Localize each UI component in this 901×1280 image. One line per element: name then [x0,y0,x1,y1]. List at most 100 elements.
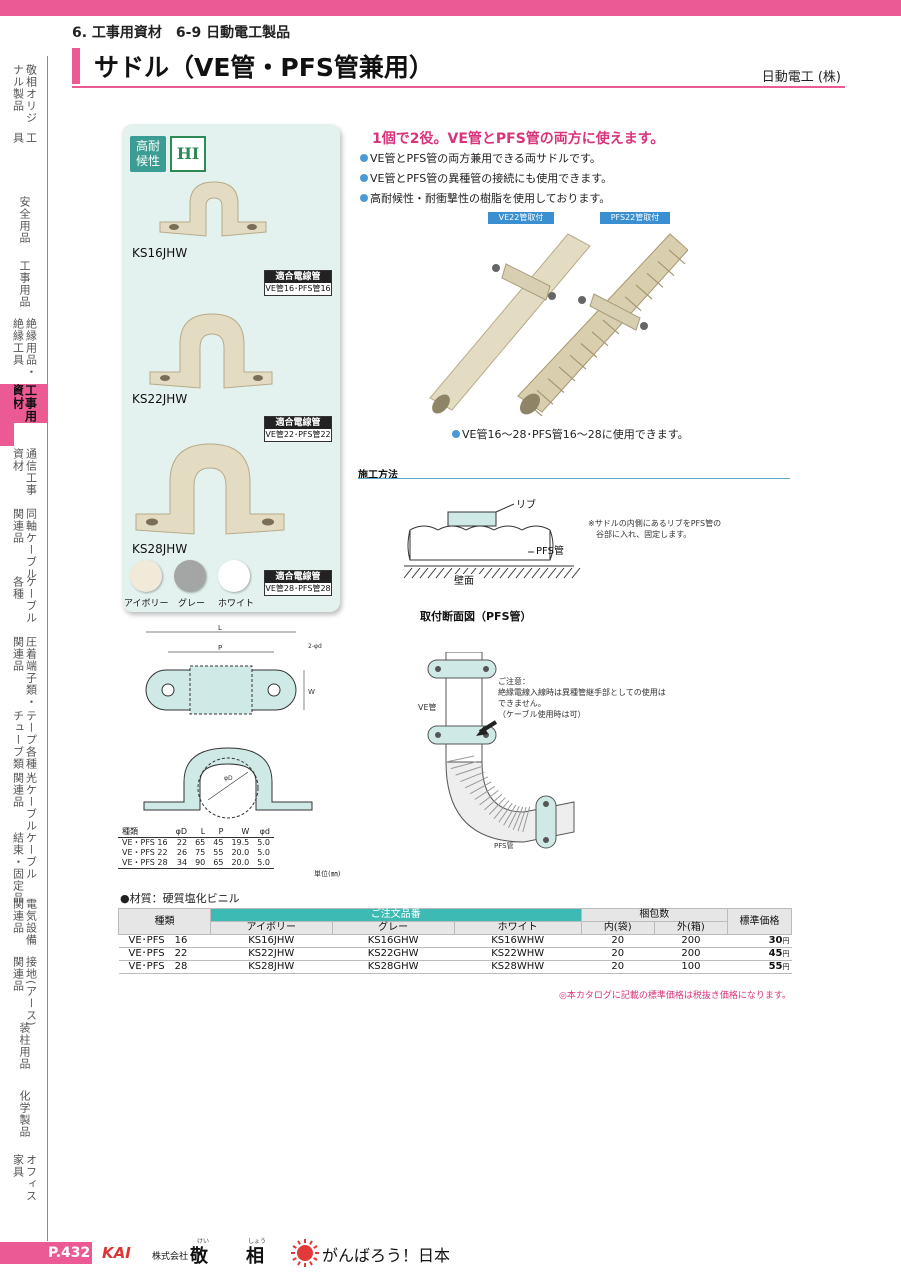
maker-name: 日動電工 (株) [761,70,841,85]
sidebar-item-label: 絶縁工具 [11,318,25,366]
sidebar-item-label: 関連品 [11,636,25,672]
sidebar-item[interactable]: 通信工事資材 [0,448,48,496]
saddle-28-image [135,443,285,535]
section-title-install: 施工方法 [358,470,398,481]
installed-pipes-image [429,233,688,416]
cross-section-diagram: リブ PFS管 壁面 [404,498,581,587]
hi-badge: HI [170,136,206,172]
title-accent [72,48,80,84]
sun-logo-icon [291,1239,319,1267]
feature-bullet: 高耐候性・耐衝撃性の樹脂を使用しております。 [360,190,610,206]
bullet-icon [360,154,368,162]
product-card: 高耐 候性 HI KS16JHW 適合電線管 VE管16･PFS管16 KS22… [122,124,340,612]
compatible-conduit-box: 適合電線管 VE管16･PFS管16 [264,270,332,296]
sidebar-item-label: 光ケーブル [24,772,38,832]
rib-label: リブ [516,498,536,511]
sidebar-item[interactable]: 装柱用品 [0,1022,48,1070]
sidebar-item-label: 工事用 [23,384,38,423]
compatible-conduit-box: 適合電線管 VE管28･PFS管28 [264,570,332,596]
sidebar-item-label: 資材 [11,448,25,472]
sidebar-item-label: ケーブル [24,576,38,624]
sidebar-item[interactable]: ケーブル結束・固定品 [0,832,48,904]
model-label: KS28JHW [132,542,188,556]
title-rule [72,86,845,88]
sidebar-active-marker [0,384,14,446]
bullet-icon [452,430,460,438]
sidebar-item-label: ケーブル [24,832,38,880]
color-swatch-white [218,560,250,592]
sidebar-item[interactable]: 工具 [0,132,48,144]
material-note: ●材質：硬質塩化ビニル [120,892,240,905]
sidebar-item[interactable]: 光ケーブル関連品 [0,772,48,832]
price-note: ◎本カタログに記載の標準価格は税抜き価格になります。 [559,991,791,1001]
sidebar-item[interactable]: 接地(アース)関連品 [0,956,48,1027]
sidebar-item-label: 家具 [11,1154,25,1178]
feature-bullet: VE管とPFS管の両方兼用できる両サドルです。 [360,150,601,166]
color-label: ホワイト [218,599,255,609]
sidebar-item[interactable]: 圧着端子類・関連品 [0,636,48,708]
slogan: がんばろう！日本 [322,1246,451,1265]
ve-pipe-label: VE管 [418,702,437,712]
sidebar-item-label: 装柱用品 [18,1022,31,1070]
cross-section-caption: 取付断面図（PFS管） [420,610,532,623]
feature-bullet: VE管とPFS管の異種管の接続にも使用できます。 [360,170,612,186]
sidebar-item-label: 各種 [11,576,25,600]
top-accent-bar [0,0,901,16]
wall-label: 壁面 [454,574,474,587]
company-name-sho: 相 [246,1246,264,1267]
model-label: KS16JHW [132,246,188,260]
bullet-icon [360,174,368,182]
sidebar-item[interactable]: 電気設備関連品 [0,898,48,946]
saddle-22-image [149,313,273,389]
sidebar-item[interactable]: 同軸ケーブル関連品 [0,508,48,580]
sidebar-item-label: 工 [24,132,38,144]
svg-text:2-φd: 2-φd [308,643,322,650]
sidebar-item[interactable]: ケーブル各種 [0,576,48,624]
sidebar-item-label: 関連品 [11,772,25,808]
furigana: けい [197,1238,210,1245]
color-label: グレー [178,599,206,609]
sidebar-item-label: 通信工事 [24,448,38,496]
sidebar-item[interactable]: 絶縁用品・絶縁工具 [0,318,48,378]
sidebar-item-label: チューブ類 [11,710,25,770]
sidebar-item[interactable]: 敬相オリジナル製品 [0,64,48,124]
sidebar-item-label: 関連品 [11,508,25,544]
pipe-connection-diagram: VE管 PFS管 [418,652,575,850]
breadcrumb: 6. 工事用資材 6-9 日動電工製品 [72,25,291,41]
sidebar-item-label: 同軸ケーブル [24,508,38,580]
order-table: 種類 ご注文品番 梱包数 標準価格 アイボリー グレー ホワイト 内(袋) 外(… [118,908,792,974]
sidebar-item[interactable]: 化学製品 [0,1090,48,1138]
ve22-tag: VE22管取付 [488,212,554,224]
sidebar-item-label: 結束・固定品 [11,832,25,904]
company-type: 株式会社 [152,1252,189,1262]
color-swatch-gray [174,560,206,592]
svg-text:L: L [218,624,222,632]
sidebar-item-label: 化学製品 [18,1090,31,1138]
sidebar-item[interactable]: オフィス家具 [0,1154,48,1202]
sidebar-item-label: 接地(アース) [24,956,38,1027]
sidebar-item[interactable]: 工事用品 [0,260,48,308]
svg-text:W: W [308,688,315,696]
high-weather-badge: 高耐 候性 [130,136,166,172]
sidebar-item-label: 資材 [10,384,25,410]
pfs22-tag: PFS22管取付 [600,212,670,224]
pfs-label: PFS管 [536,544,564,557]
section-rule [358,478,790,479]
pfs-pipe-label: PFS管 [494,841,514,850]
usage-note: VE管16～28･PFS管16～28に使用できます。 [452,426,689,442]
sidebar-item-label: 関連品 [11,956,25,992]
sidebar-item[interactable]: 安全用品 [0,196,48,244]
color-swatch-ivory [130,560,162,592]
category-sidebar: 敬相オリジナル製品工具安全用品工事用品絶縁用品・絶縁工具工事用資材通信工事資材同… [0,56,48,1241]
dimension-top-view: L P 2-φd W [145,624,322,715]
sidebar-item[interactable]: テープ各種・チューブ類 [0,710,48,782]
price-cell: 30円 [727,934,792,948]
dimension-side-view: φD [143,747,313,819]
kai-logo: KAI [102,1244,131,1262]
svg-text:φD: φD [224,775,233,782]
